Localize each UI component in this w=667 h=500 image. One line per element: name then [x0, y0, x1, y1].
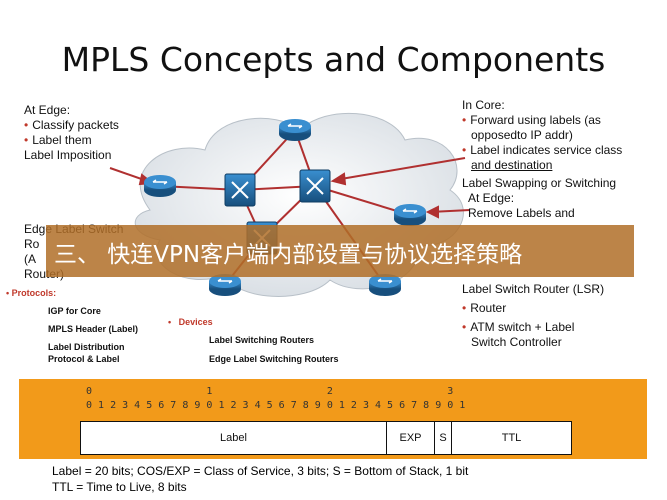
label-swapping: Label Swapping or Switching [462, 176, 617, 190]
edge-item-label: Label them [24, 133, 119, 148]
router-icons [144, 119, 426, 296]
page-title: MPLS Concepts and Components [61, 40, 606, 79]
protocols-list: IGP for Core MPLS Header (Label) Label D… [48, 305, 138, 365]
edge-callout: At Edge: Classify packets Label them Lab… [24, 103, 119, 163]
devices-heading: • Devices [168, 317, 213, 327]
devices-block: • Devices [168, 317, 213, 327]
core-item-service-2: and destination [471, 158, 553, 172]
core-item-forward: Forward using labels (as [462, 113, 622, 128]
field-exp: EXP [386, 421, 435, 455]
edge-heading: At Edge: [24, 103, 71, 117]
header-notes: Label = 20 bits; COS/EXP = Class of Serv… [44, 460, 584, 500]
ler-line2: Ro [24, 237, 40, 251]
protocol-ldp-1: Label Distribution [48, 342, 125, 352]
protocols-block: • Protocols: [6, 288, 56, 298]
bit-index-tens: 0 1 2 3 [86, 386, 454, 397]
core-remove: Remove Labels and [468, 206, 575, 220]
field-label: Label [80, 421, 387, 455]
lsr-callout: Label Switch Router (LSR) Router ATM swi… [462, 282, 604, 350]
note-line1: Label = 20 bits; COS/EXP = Class of Serv… [52, 464, 469, 478]
core-item-service: Label indicates service class [462, 143, 622, 158]
lsr-heading: Label Switch Router (LSR) [462, 282, 605, 296]
bit-index-units: 0 1 2 3 4 5 6 7 8 9 0 1 2 3 4 5 6 7 8 9 … [86, 400, 466, 411]
protocol-igp: IGP for Core [48, 306, 101, 316]
field-ttl: TTL [451, 421, 572, 455]
lsr-item-router: Router [462, 301, 604, 316]
lsr-item-atm: ATM switch + Label [462, 320, 604, 335]
overlay-banner: 三、 快连VPN客户端内部设置与协议选择策略 [46, 225, 634, 277]
core-callout: In Core: Forward using labels (as oppose… [462, 98, 622, 221]
core-item-forward-2: opposedto IP addr) [471, 128, 573, 142]
device-lsr: Label Switching Routers [209, 335, 315, 345]
ler-line3: (A [24, 252, 36, 266]
protocols-heading: • Protocols: [6, 288, 57, 298]
protocol-ldp-2: Protocol & Label [48, 354, 120, 364]
note-line2: TTL = Time to Live, 8 bits [52, 480, 187, 494]
label-imposition: Label Imposition [24, 148, 112, 162]
devices-list: Label Switching Routers Edge Label Switc… [209, 334, 339, 365]
banner-text: 三、 快连VPN客户端内部设置与协议选择策略 [54, 242, 523, 268]
core-at-edge: At Edge: [468, 191, 515, 205]
lsr-item-atm-2: Switch Controller [471, 335, 562, 349]
protocol-mpls-header: MPLS Header (Label) [48, 324, 139, 334]
edge-item-classify: Classify packets [24, 118, 119, 133]
core-heading: In Core: [462, 98, 505, 112]
field-s: S [434, 421, 452, 455]
device-elsr: Edge Label Switching Routers [209, 354, 339, 364]
